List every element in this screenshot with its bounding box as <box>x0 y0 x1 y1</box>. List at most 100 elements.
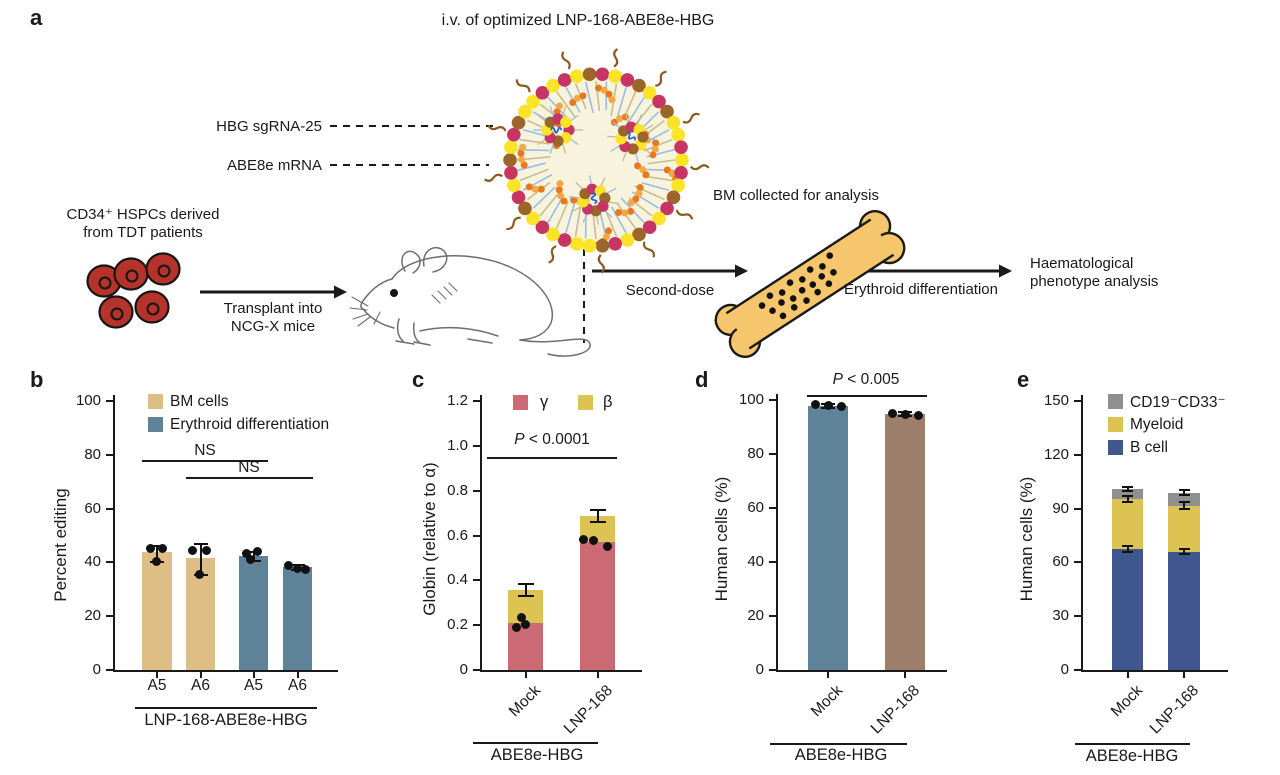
panel-e-label: e <box>1017 367 1030 392</box>
significance-label: NS <box>238 459 260 476</box>
legend-swatch <box>578 395 593 410</box>
y-axis <box>480 395 482 671</box>
bar-segment <box>580 542 615 670</box>
y-tick-label: 90 <box>1052 499 1069 517</box>
data-point <box>246 555 255 565</box>
error-bar-cap <box>1122 495 1133 498</box>
x-tick <box>524 672 527 678</box>
y-tick-label: 0 <box>459 661 468 678</box>
error-bar <box>1126 546 1129 552</box>
x-tick <box>1183 672 1185 678</box>
significance-label: NS <box>194 442 216 459</box>
y-tick-label: 60 <box>747 499 764 516</box>
y-axis <box>1081 395 1083 671</box>
data-point <box>810 400 820 410</box>
y-tick <box>473 579 482 582</box>
y-tick <box>473 669 482 671</box>
y-axis <box>113 395 115 671</box>
bm-collected-label: BM collected for analysis <box>713 187 879 204</box>
x-tick <box>156 672 158 678</box>
x-axis <box>480 670 642 672</box>
bar-segment <box>1111 548 1144 670</box>
legend-swatch <box>1108 394 1123 409</box>
error-bar-cap <box>517 583 534 586</box>
error-bar <box>1183 490 1185 495</box>
data-point <box>151 557 161 567</box>
axis-title: Percent editing <box>51 488 70 602</box>
data-point <box>242 549 251 559</box>
bar-segment <box>1168 551 1200 670</box>
error-bar-cap <box>1178 508 1190 511</box>
y-tick-label: 0.8 <box>447 481 468 499</box>
x-tick <box>296 672 299 678</box>
data-point <box>202 546 211 556</box>
panel-c-label: c <box>412 367 425 392</box>
y-tick <box>1074 561 1083 564</box>
data-point <box>823 401 833 411</box>
transplant-arrow <box>200 285 347 299</box>
data-point <box>517 612 526 622</box>
error-bar <box>524 584 527 596</box>
legend-swatch <box>1108 417 1123 432</box>
error-bar-cap <box>1178 552 1190 555</box>
group-label: ABE8e-HBG <box>794 746 888 764</box>
y-tick-label: 80 <box>84 445 101 463</box>
pvalue-label: P < 0.0001 <box>514 431 590 448</box>
y-tick <box>106 669 115 671</box>
error-bar-cap <box>150 545 164 548</box>
error-bar-cap <box>1178 493 1190 496</box>
data-point <box>579 535 588 545</box>
transplant-caption: Transplant into NCG-X mice <box>203 300 343 336</box>
data-point <box>900 409 910 419</box>
error-bar <box>1183 549 1185 554</box>
group-line <box>135 707 317 709</box>
y-tick-label: 20 <box>747 607 764 624</box>
error-bar-cap <box>1178 501 1190 504</box>
y-tick-label: 100 <box>738 391 764 408</box>
panel-a-title: i.v. of optimized LNP-168-ABE8e-HBG <box>441 12 715 29</box>
mouse-illustration <box>349 246 591 357</box>
mrna-label: ABE8e mRNA <box>226 157 322 174</box>
error-bar-cap <box>1122 486 1133 489</box>
axis-title: Human cells (%) <box>712 476 731 602</box>
y-tick <box>473 444 482 447</box>
y-tick-label: 0 <box>1060 661 1069 678</box>
y-tick <box>769 507 778 509</box>
haematology-caption-line1: Haematological <box>1030 255 1134 272</box>
data-point <box>145 543 155 553</box>
legend-label: B cell <box>1130 439 1168 456</box>
legend-label: β <box>603 393 613 411</box>
panel-b-label: b <box>30 367 44 392</box>
x-axis <box>113 670 338 672</box>
error-bar-cap <box>1122 490 1133 493</box>
legend-swatch <box>1108 440 1123 455</box>
error-bar <box>199 543 202 575</box>
x-axis <box>776 670 947 672</box>
y-tick <box>106 561 115 564</box>
pvalue-label: P < 0.005 <box>832 371 900 388</box>
lnp-illustration <box>484 48 710 274</box>
bar <box>282 566 313 670</box>
error-bar <box>1183 502 1185 510</box>
second-dose-label: Second-dose <box>625 282 715 299</box>
y-tick-label: 0.4 <box>447 571 468 589</box>
hspc-caption-line1: CD34⁺ HSPCs derived <box>66 206 220 223</box>
data-point <box>253 547 262 557</box>
group-line <box>770 743 907 745</box>
x-tick-label: A5 <box>244 677 263 694</box>
y-tick-label: 1.2 <box>447 392 468 409</box>
x-tick-label: A6 <box>288 677 307 694</box>
sgrna-label: HBG sgRNA-25 <box>216 118 322 135</box>
error-bar-cap <box>1122 545 1133 548</box>
y-tick-label: 0.6 <box>447 526 468 544</box>
y-tick-label: 60 <box>84 499 101 517</box>
data-point <box>913 410 923 420</box>
error-bar <box>156 546 158 563</box>
significance-bar <box>186 477 313 479</box>
y-tick-label: 100 <box>75 392 101 409</box>
group-line <box>1075 743 1190 745</box>
second-dose-arrow <box>592 264 748 278</box>
y-tick <box>106 507 115 510</box>
